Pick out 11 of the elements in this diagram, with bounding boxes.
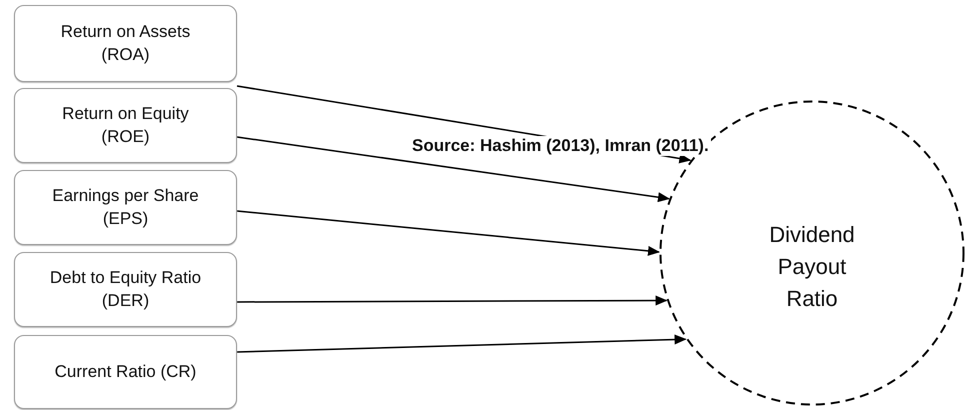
rounded-box: Return on Assets (ROA) bbox=[14, 5, 237, 82]
node-text: Dividend Payout Ratio bbox=[768, 221, 856, 313]
arrow bbox=[237, 296, 668, 306]
rounded-box: Current Ratio (CR) bbox=[14, 335, 237, 409]
source-note: Source: Hashim (2013), Imran (2011). bbox=[410, 136, 711, 156]
rounded-box: Return on Equity (ROE) bbox=[14, 88, 237, 163]
rounded-box: Earnings per Share (EPS) bbox=[14, 170, 237, 245]
arrow bbox=[236, 334, 687, 353]
rounded-box: Debt to Equity Ratio (DER) bbox=[14, 252, 237, 327]
arrow bbox=[236, 210, 660, 256]
arrow bbox=[236, 136, 670, 202]
